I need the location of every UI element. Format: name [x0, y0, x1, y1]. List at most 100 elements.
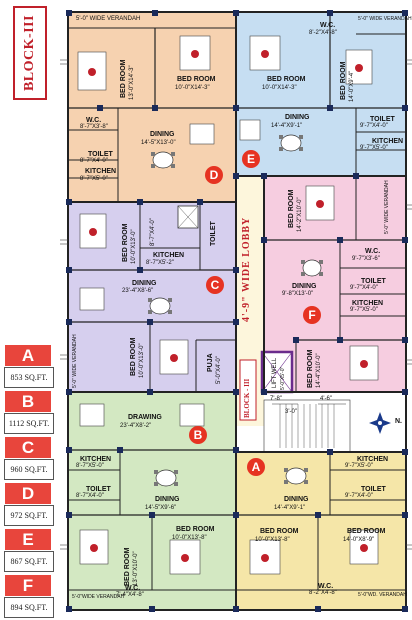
- flat-f-toilet: TOILET: [361, 278, 386, 285]
- flat-e-kitchen-size: 9'-7"X5'-0": [360, 145, 388, 151]
- stair-dim-1: 7'-8": [270, 396, 282, 402]
- legend-letter: D: [5, 483, 51, 504]
- legend-area: 867 SQ.FT.: [4, 551, 54, 572]
- flat-f-dining-size: 9'-8"X13'-0": [282, 291, 314, 297]
- flat-d-bed2: BED ROOM: [177, 76, 216, 83]
- flat-c-puja-size: 5'-0"X4'-0": [216, 356, 222, 384]
- flat-b-bed2-size: 10'-0"X13'-8": [172, 535, 207, 541]
- sofa-furniture: [79, 119, 261, 427]
- legend-area: 972 SQ.FT.: [4, 505, 54, 526]
- flat-c-bed2-size: 10'-0"X13'-0": [139, 343, 145, 378]
- flat-f-kitchen-size: 9'-7"X5'-0": [350, 307, 378, 313]
- block-label-plate: [239, 359, 257, 421]
- legend-letter: F: [5, 575, 51, 596]
- flat-d-dining: DINING: [150, 131, 175, 138]
- compass-rose: [369, 412, 391, 434]
- lift-size: 5'-0"X5'-0": [280, 366, 286, 390]
- flat-d-kitchen-size: 8'-7"X5'-0": [80, 176, 108, 182]
- flat-d-toilet: TOILET: [88, 151, 113, 158]
- flat-d-wc: W.C.: [86, 117, 102, 124]
- flat-f-bed2: BED ROOM: [307, 349, 314, 389]
- flat-a-wc: W.C.: [318, 583, 334, 590]
- flat-d-dining-size: 14'-5"X13'-0": [141, 140, 176, 146]
- stair-treads: [279, 404, 335, 448]
- flat-e-bed1-size: 10'-0"X14'-3": [262, 85, 297, 91]
- flat-b-badge: B: [189, 426, 207, 444]
- columns: [66, 10, 408, 612]
- flat-b-kitchen-size: 8'-7"X5'-0": [76, 463, 104, 469]
- flat-f-bed1-size: 14'-2"X10'-0": [297, 197, 303, 232]
- flat-e-toilet: TOILET: [370, 116, 395, 123]
- windows: [60, 59, 412, 550]
- lobby-label: 4'-9" WIDE LOBBY: [241, 216, 252, 322]
- flat-b-drawing: DRAWING: [128, 414, 162, 421]
- flat-a-dining-size: 14'-4"X9'-1": [274, 505, 306, 511]
- flat-c-verandah: 5'-0" WIDE VERANDAH: [72, 334, 78, 388]
- flat-f-dining: DINING: [292, 283, 317, 290]
- flat-b-dining-size: 14'-5"X9'-6": [145, 505, 177, 511]
- flat-f-bed1: BED ROOM: [288, 189, 295, 229]
- flat-f-verandah: 5'-0" WIDE VERANDAH: [384, 180, 390, 234]
- flat-f-wc-size: 9'-7"X3'-6": [352, 256, 380, 262]
- block-title-tag: BLOCK-III: [13, 6, 47, 100]
- flat-f-bed2-size: 14'-4"X10'-0": [316, 353, 322, 388]
- flat-a-verandah: 5'-0"WD. VERANDAH: [358, 592, 407, 598]
- block-title: BLOCK-III: [22, 14, 37, 92]
- flat-b-verandah: 5'-0"WIDE VERANDAH: [72, 594, 125, 600]
- flat-b-bed1: BED ROOM: [124, 547, 131, 587]
- flat-f-kitchen: KITCHEN: [352, 300, 384, 307]
- flat-a-toilet-size: 9'-7"X4'-0": [345, 493, 373, 499]
- flat-c-kitchen: KITCHEN: [153, 252, 185, 259]
- block-center-label: BLOCK - III: [243, 378, 251, 418]
- legend-area: 853 SQ.FT.: [4, 367, 54, 388]
- stair-dim-2: 3'-0": [285, 409, 297, 415]
- flat-a-kitchen: KITCHEN: [357, 456, 389, 463]
- flat-c-bed1: BED ROOM: [122, 223, 129, 263]
- flat-e-kitchen: KITCHEN: [372, 138, 404, 145]
- flat-b-wc: W.C.: [125, 585, 141, 592]
- legend-area: 894 SQ.FT.: [4, 597, 54, 618]
- flat-b-bed1-size: 13'-0"X10'-0": [133, 551, 139, 586]
- flat-c-badge: C: [206, 276, 224, 294]
- flat-e-dining: DINING: [285, 114, 310, 121]
- legend-area: 960 SQ.FT.: [4, 459, 54, 480]
- flat-e-wc: W.C.: [320, 22, 336, 29]
- flat-c-toilet: TOILET: [210, 221, 217, 246]
- flat-d-wc-size: 8'-7"X3'-8": [80, 124, 108, 130]
- flat-f-toilet-size: 9'-7"X4'-0": [350, 285, 378, 291]
- flat-d-bed2-size: 10'-0"X14'-3": [175, 85, 210, 91]
- flat-e-badge: E: [242, 150, 260, 168]
- flat-c-dining: DINING: [132, 280, 157, 287]
- flat-d-toilet-size: 8'-7"X4'-0": [80, 158, 108, 164]
- lift-label: LIFT WELL: [272, 357, 278, 388]
- flat-b-dining: DINING: [155, 496, 180, 503]
- flat-d-verandah: 5'-0" WIDE VERANDAH: [76, 16, 141, 22]
- legend-area: 1112 SQ.FT.: [4, 413, 54, 434]
- flat-c-kitchen-size: 8'-7"X5'-2": [146, 260, 174, 266]
- flat-b-toilet-size: 8'-7"X4'-0": [76, 493, 104, 499]
- flat-f-badge: F: [303, 306, 321, 324]
- flat-d-bed1: BED ROOM: [120, 59, 127, 99]
- compass-label: N.: [395, 418, 402, 425]
- stair-area: [263, 399, 351, 453]
- flat-a-toilet: TOILET: [361, 486, 386, 493]
- flat-a-wc-size: 8'-2"X4'-8": [309, 590, 337, 596]
- flat-e-bed2: BED ROOM: [340, 61, 347, 101]
- flat-d-kitchen: KITCHEN: [85, 168, 117, 175]
- flat-c-bed1-size: 10'-0"X13'-0": [131, 229, 137, 264]
- flat-b-wc-size: 7'-4"X4'-8": [116, 592, 144, 598]
- flat-c-bed2: BED ROOM: [130, 337, 137, 377]
- flat-a-bed2-size: 14'-0"X8'-9": [343, 537, 375, 543]
- flat-b-bed2: BED ROOM: [176, 526, 215, 533]
- flat-b-toilet: TOILET: [86, 486, 111, 493]
- flat-b-kitchen: KITCHEN: [80, 456, 112, 463]
- flat-e-dining-size: 14'-4"X9'-1": [271, 123, 303, 129]
